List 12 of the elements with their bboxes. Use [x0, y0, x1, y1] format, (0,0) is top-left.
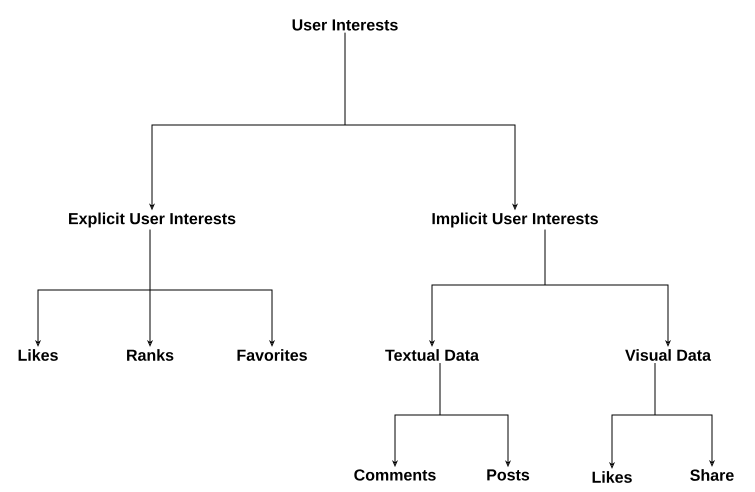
node-label: User Interests — [292, 19, 398, 31]
node-label: Ranks — [127, 349, 174, 361]
node-label: Comments — [354, 469, 436, 481]
node-label: Textual Data — [385, 349, 480, 361]
node-label: Share — [690, 469, 734, 481]
node-label: Visual Data — [625, 349, 712, 361]
node-label: Explicit User Interests — [69, 212, 236, 228]
node-label: Posts — [487, 469, 530, 481]
node-label: Implicit User Interests — [432, 212, 598, 228]
node-label: Likes — [18, 349, 58, 361]
node-label: Favorites — [238, 349, 307, 361]
node-label: Likes — [592, 471, 632, 483]
